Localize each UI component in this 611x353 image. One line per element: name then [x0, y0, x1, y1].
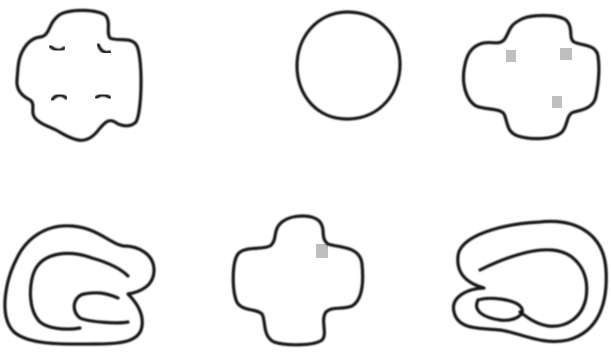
cross-shaded-notch	[506, 50, 516, 62]
horseshoe-inner	[30, 253, 128, 329]
horseshoe-inner	[477, 250, 587, 326]
cross-shape-top-left	[17, 10, 141, 140]
cross-notch	[98, 44, 110, 53]
horseshoe-outline	[5, 226, 154, 344]
circle-outline	[297, 12, 400, 119]
cross-outline	[17, 10, 141, 140]
horseshoe-shape-bottom-left	[5, 226, 154, 344]
horseshoe-shape-bottom-right	[453, 221, 606, 341]
circle-shape-top-middle	[297, 12, 400, 119]
cross-notch	[50, 46, 64, 50]
cross-shaded-notch	[552, 96, 562, 108]
cross-shape-top-right	[464, 16, 599, 139]
cross-shaded-notch	[560, 48, 572, 60]
cross-outline	[233, 216, 362, 345]
cross-shaded-notch	[316, 244, 328, 258]
horseshoe-outline	[453, 221, 606, 341]
cross-outline	[464, 16, 599, 139]
cross-shape-bottom-middle	[233, 216, 362, 345]
cross-notch	[96, 95, 110, 98]
cross-notch	[52, 95, 66, 100]
